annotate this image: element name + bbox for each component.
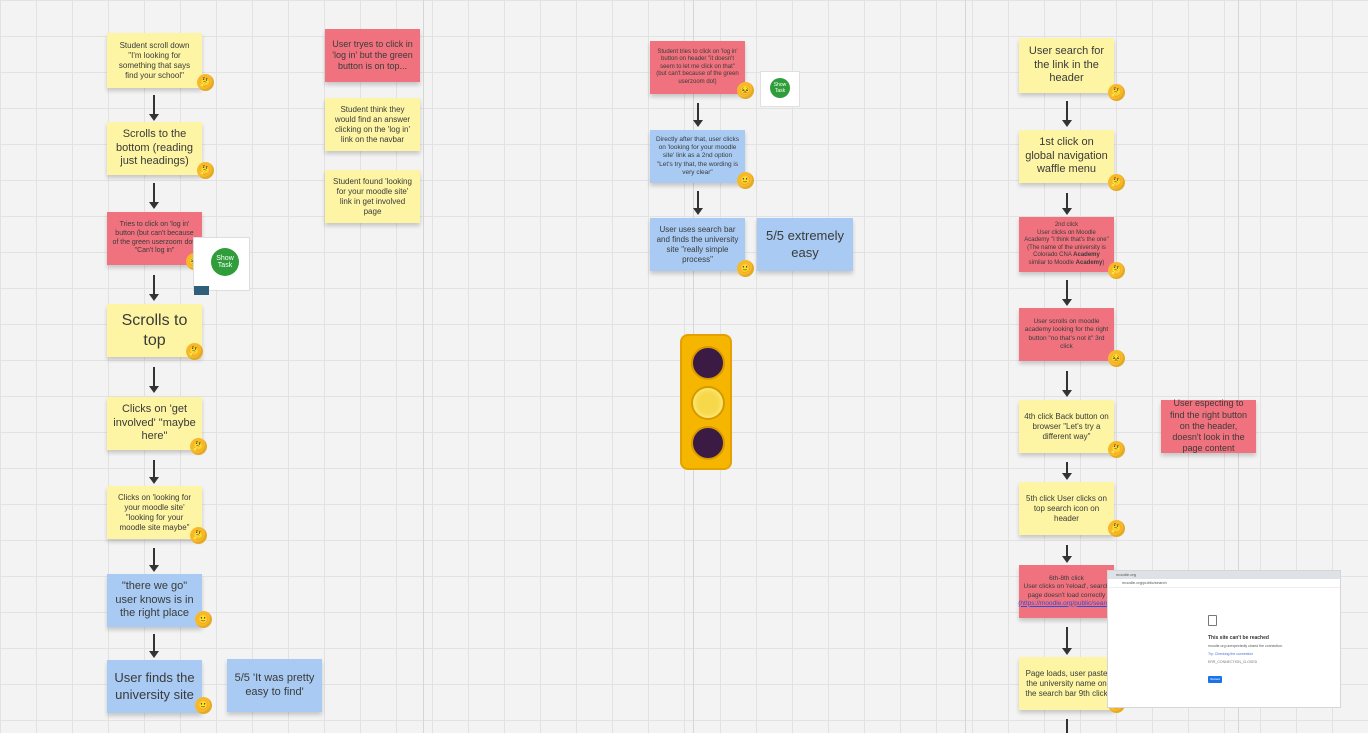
flow-arrow bbox=[1062, 462, 1072, 480]
flow-arrow bbox=[1062, 371, 1072, 397]
note-second-option[interactable]: Directly after that, user clicks on 'loo… bbox=[650, 130, 745, 183]
traffic-light-icon bbox=[680, 334, 732, 470]
smile-emoji-icon: 🙂 bbox=[195, 697, 212, 714]
note-get-involved[interactable]: Clicks on 'get involved' "maybe here" bbox=[107, 397, 202, 450]
flow-arrow bbox=[149, 367, 159, 393]
note-scrolls-bottom[interactable]: Scrolls to the bottom (reading just head… bbox=[107, 122, 202, 175]
thinking-emoji-icon: 🤔 bbox=[197, 162, 214, 179]
show-task-thumbnail: Show Task bbox=[760, 71, 800, 107]
flow-arrow bbox=[149, 460, 159, 484]
reload-button[interactable]: Reload bbox=[1208, 676, 1222, 683]
error-page-icon bbox=[1208, 615, 1217, 626]
smile-emoji-icon: 🙂 bbox=[195, 611, 212, 628]
note-finds-university[interactable]: User finds the university site bbox=[107, 660, 202, 713]
note-answer-login[interactable]: Student think they would find an answer … bbox=[325, 98, 420, 151]
note-header-login[interactable]: Student tries to click on 'log in' butto… bbox=[650, 41, 745, 94]
browser-error-screenshot: moodle.org moodle.org/public/search This… bbox=[1107, 570, 1341, 708]
flow-arrow bbox=[149, 95, 159, 121]
show-task-thumbnail: Show Task bbox=[193, 237, 250, 291]
persevere-emoji-icon: 😣 bbox=[737, 82, 754, 99]
note-page-loads[interactable]: Page loads, user paste the university na… bbox=[1019, 657, 1114, 710]
note-found-link[interactable]: Student found 'looking for your moodle s… bbox=[325, 170, 420, 223]
rating-note[interactable]: 5/5 'It was pretty easy to find' bbox=[227, 659, 322, 712]
thinking-emoji-icon: 🤔 bbox=[1108, 441, 1125, 458]
smile-emoji-icon: 🙂 bbox=[737, 172, 754, 189]
browser-tab-bar: moodle.org bbox=[1108, 571, 1340, 579]
note-search-header[interactable]: User search for the link in the header bbox=[1019, 38, 1114, 93]
flow-arrow bbox=[1062, 545, 1072, 563]
flow-arrow bbox=[149, 548, 159, 572]
note-user-tries-login[interactable]: User tryes to click in 'log in' but the … bbox=[325, 29, 420, 82]
flow-arrow bbox=[1062, 193, 1072, 215]
persevere-emoji-icon: 😣 bbox=[1108, 350, 1125, 367]
note-tries-login[interactable]: Tries to click on 'log in' button (but c… bbox=[107, 212, 202, 265]
note-scroll-down[interactable]: Student scroll down "I'm looking for som… bbox=[107, 33, 202, 88]
flow-arrow bbox=[149, 634, 159, 658]
flow-arrow bbox=[149, 275, 159, 301]
flow-arrow bbox=[1062, 101, 1072, 127]
thinking-emoji-icon: 🤔 bbox=[1108, 520, 1125, 537]
error-title: This site can't be reached bbox=[1208, 635, 1269, 641]
thumbnail-bar bbox=[194, 286, 209, 295]
note-looking-moodle[interactable]: Clicks on 'looking for your moodle site'… bbox=[107, 486, 202, 539]
thinking-emoji-icon: 🤔 bbox=[190, 527, 207, 544]
flow-arrow bbox=[693, 103, 703, 127]
thinking-emoji-icon: 🤔 bbox=[190, 438, 207, 455]
thinking-emoji-icon: 🤔 bbox=[197, 74, 214, 91]
traffic-light-green bbox=[691, 426, 725, 460]
show-task-button[interactable]: Show Task bbox=[211, 248, 239, 276]
flow-arrow bbox=[1066, 719, 1068, 733]
flow-arrow bbox=[1062, 627, 1072, 655]
note-search-icon[interactable]: 5th click User clicks on top search icon… bbox=[1019, 482, 1114, 535]
note-search-bar[interactable]: User uses search bar and finds the unive… bbox=[650, 218, 745, 271]
flow-arrow bbox=[149, 183, 159, 209]
smile-emoji-icon: 🙂 bbox=[737, 260, 754, 277]
flow-arrow bbox=[1062, 280, 1072, 306]
note-especting-header[interactable]: User especting to find the right button … bbox=[1161, 398, 1256, 453]
show-task-button[interactable]: Show Task bbox=[770, 78, 790, 98]
rating-note[interactable]: 5/5 extremely easy bbox=[757, 218, 853, 271]
note-scroll-academy[interactable]: User scrolls on moodle academy looking f… bbox=[1019, 308, 1114, 361]
error-list: Try: Checking the connection bbox=[1208, 652, 1254, 656]
thinking-emoji-icon: 🤔 bbox=[1108, 84, 1125, 101]
thinking-emoji-icon: 🤔 bbox=[1108, 174, 1125, 191]
traffic-light-amber bbox=[691, 386, 725, 420]
error-text: moodle.org unexpectedly closed the conne… bbox=[1208, 644, 1283, 648]
error-code: ERR_CONNECTION_CLOSED bbox=[1208, 660, 1258, 664]
thinking-emoji-icon: 🤔 bbox=[186, 343, 203, 360]
traffic-light-red bbox=[691, 346, 725, 380]
thinking-emoji-icon: 🤔 bbox=[1108, 262, 1125, 279]
flow-arrow bbox=[693, 191, 703, 215]
browser-address-bar: moodle.org/public/search bbox=[1108, 579, 1340, 588]
note-back-button[interactable]: 4th click Back button on browser "Let's … bbox=[1019, 400, 1114, 453]
note-waffle-menu[interactable]: 1st click on global navigation waffle me… bbox=[1019, 130, 1114, 183]
note-there-we-go[interactable]: "there we go" user knows is in the right… bbox=[107, 574, 202, 627]
